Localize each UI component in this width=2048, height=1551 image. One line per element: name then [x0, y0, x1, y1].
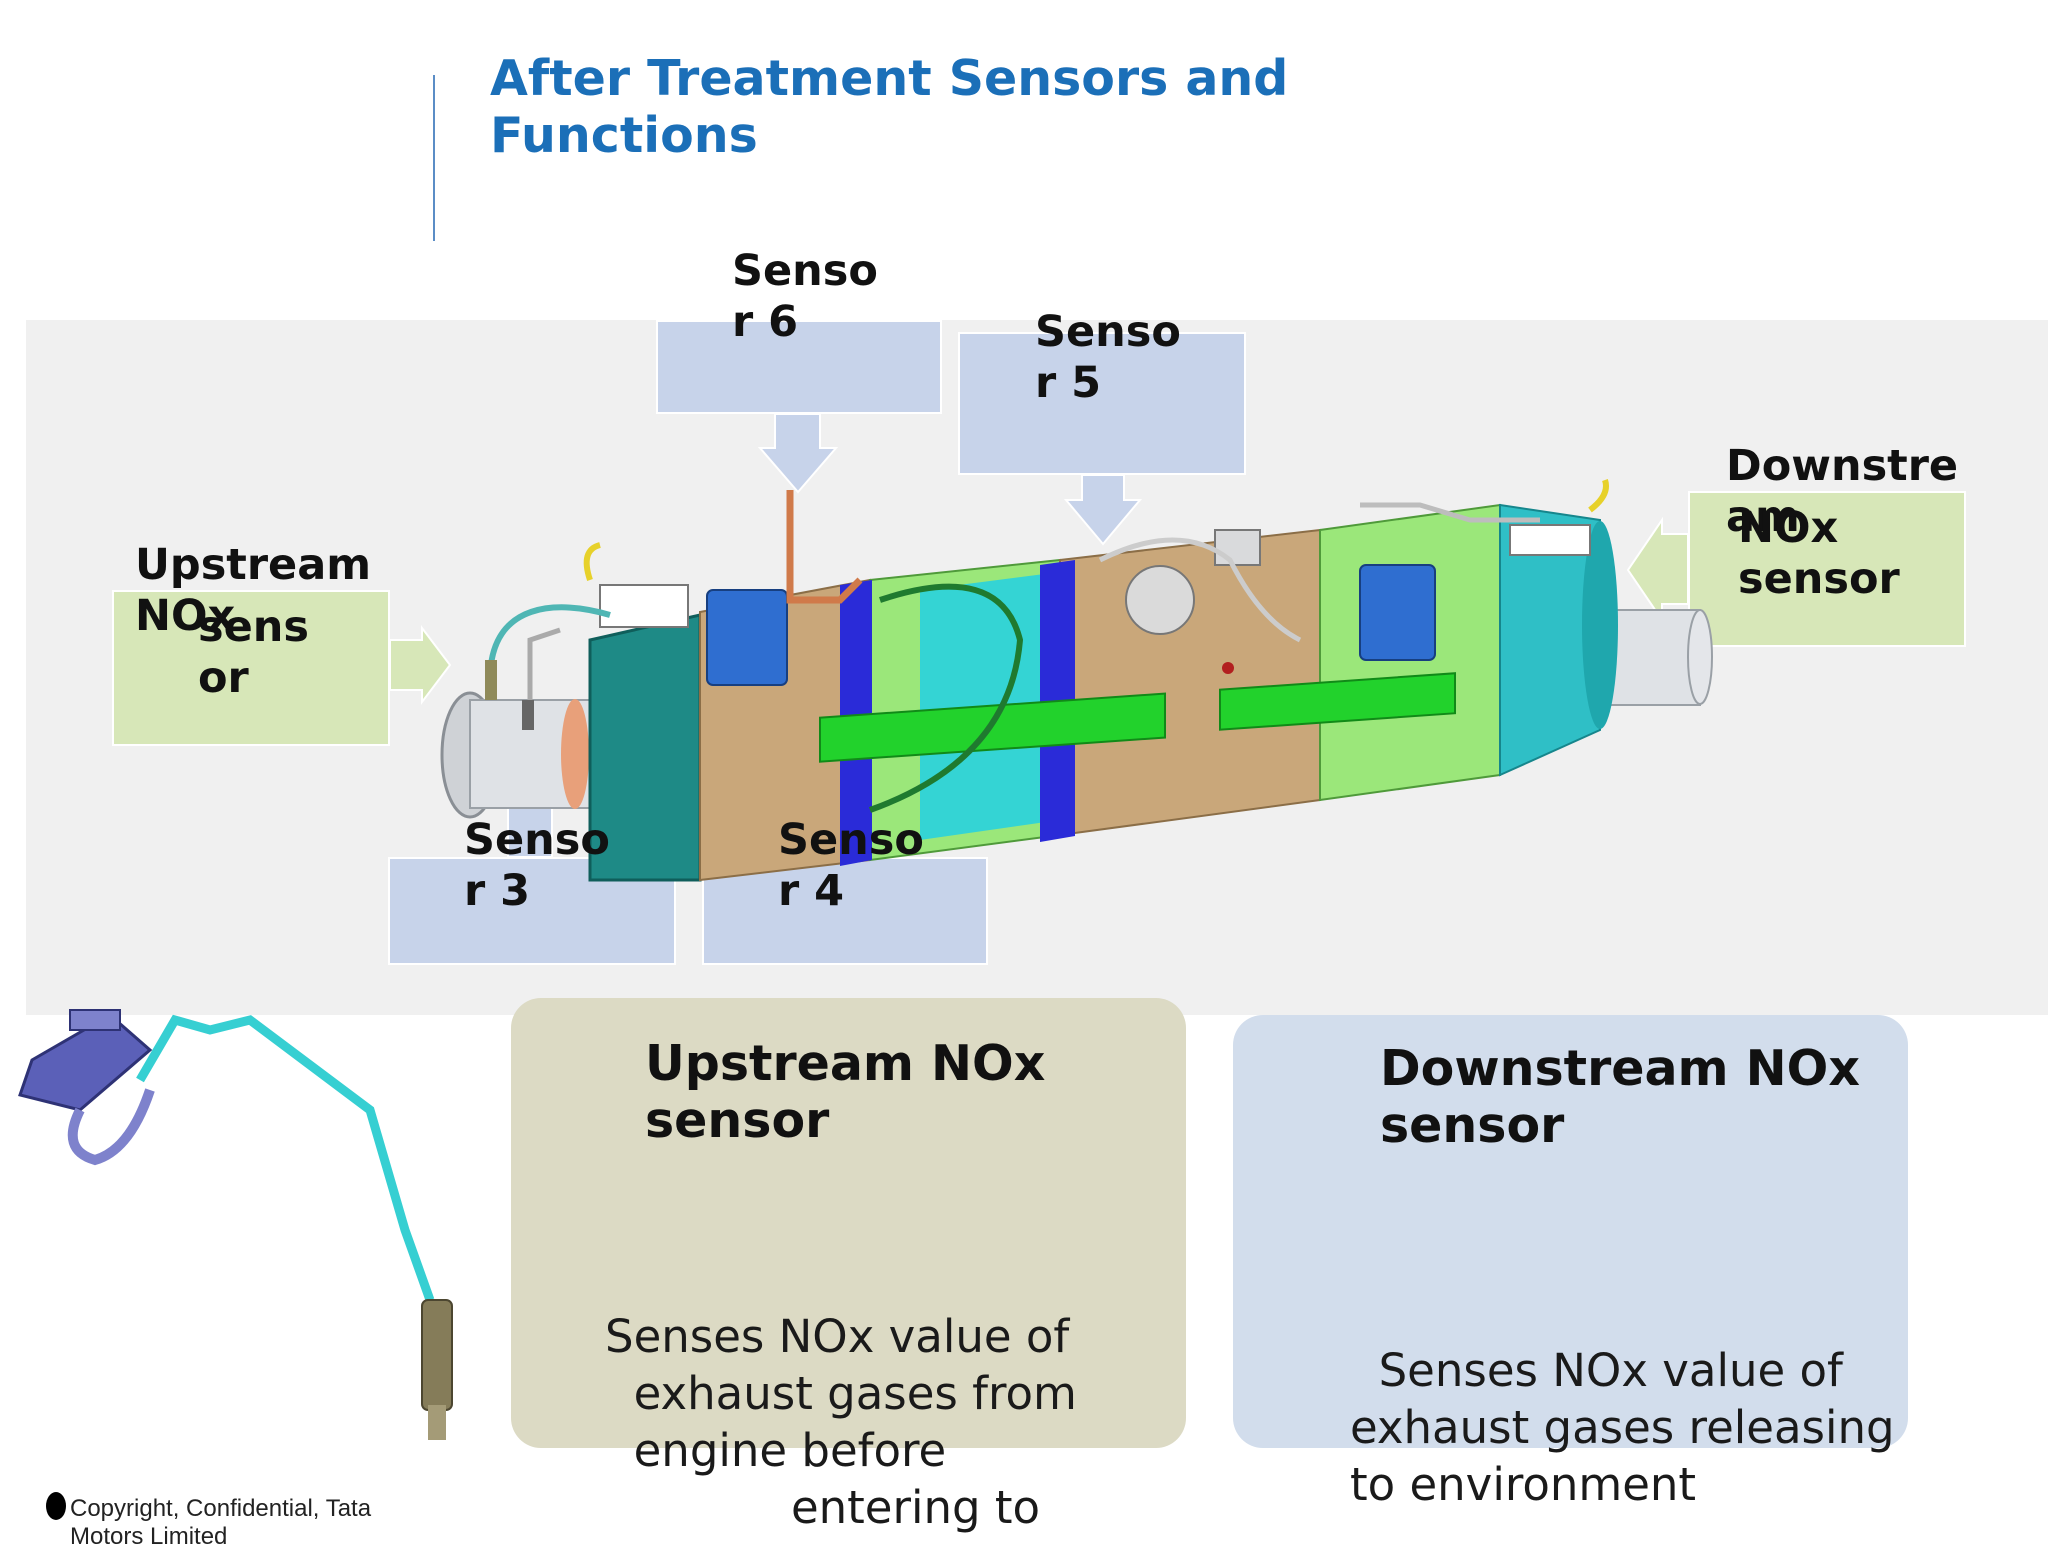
sensor-3-label: Senso r 3	[464, 815, 610, 916]
sensor-5-label: Senso r 5	[1035, 307, 1181, 408]
upstream-nox-label-line1: Upstream NOx	[135, 540, 372, 641]
upstream-nox-label-line2: sens or	[198, 602, 309, 703]
title-divider	[433, 75, 435, 241]
sensor-5-arrow	[1063, 474, 1143, 546]
upstream-nox-wire	[487, 604, 611, 681]
upstream-sensor-module	[706, 589, 788, 686]
downstream-nox-card-description: Senses NOx value of exhaust gases releas…	[1350, 1344, 1895, 1511]
copyright-notice: Copyright, Confidential, Tata Motors Lim…	[70, 1495, 372, 1550]
dosing-unit	[1125, 565, 1195, 635]
downstream-sensor-module	[1359, 564, 1436, 661]
outlet-cone	[1499, 503, 1601, 777]
slide-title: After Treatment Sensors and Functions	[490, 50, 1289, 164]
heater-strip-2	[1219, 672, 1456, 731]
upstream-nox-card-description: Senses NOx value of exhaust gases from e…	[605, 1310, 1077, 1534]
downstream-nox-label-line2: NOx sensor	[1738, 503, 1900, 604]
downstream-nox-arrow	[1626, 516, 1689, 624]
dpf-section	[1059, 528, 1321, 837]
downstream-nox-callout-box	[1688, 491, 1966, 647]
sensor-6-arrow	[757, 413, 839, 494]
downstream-nox-card	[1233, 1015, 1908, 1448]
downstream-nox-label-line1: Downstre am	[1726, 441, 1959, 542]
nox-sensor-illustration	[18, 1009, 453, 1440]
junction-box	[599, 584, 689, 628]
sensor-5-callout-box	[958, 332, 1246, 475]
sensor-4-label: Senso r 4	[778, 815, 924, 916]
sensor-6-label: Senso r 6	[732, 246, 878, 347]
sensor-6-callout-box	[656, 320, 942, 414]
downstream-nox-card-heading: Downstream NOx sensor	[1380, 1040, 1860, 1154]
upstream-nox-card-heading: Upstream NOx sensor	[645, 1035, 1046, 1149]
upstream-nox-card	[511, 998, 1186, 1448]
sensor-6-probe	[786, 490, 863, 604]
footer-bullet	[46, 1492, 66, 1520]
upstream-nox-arrow	[389, 625, 452, 705]
